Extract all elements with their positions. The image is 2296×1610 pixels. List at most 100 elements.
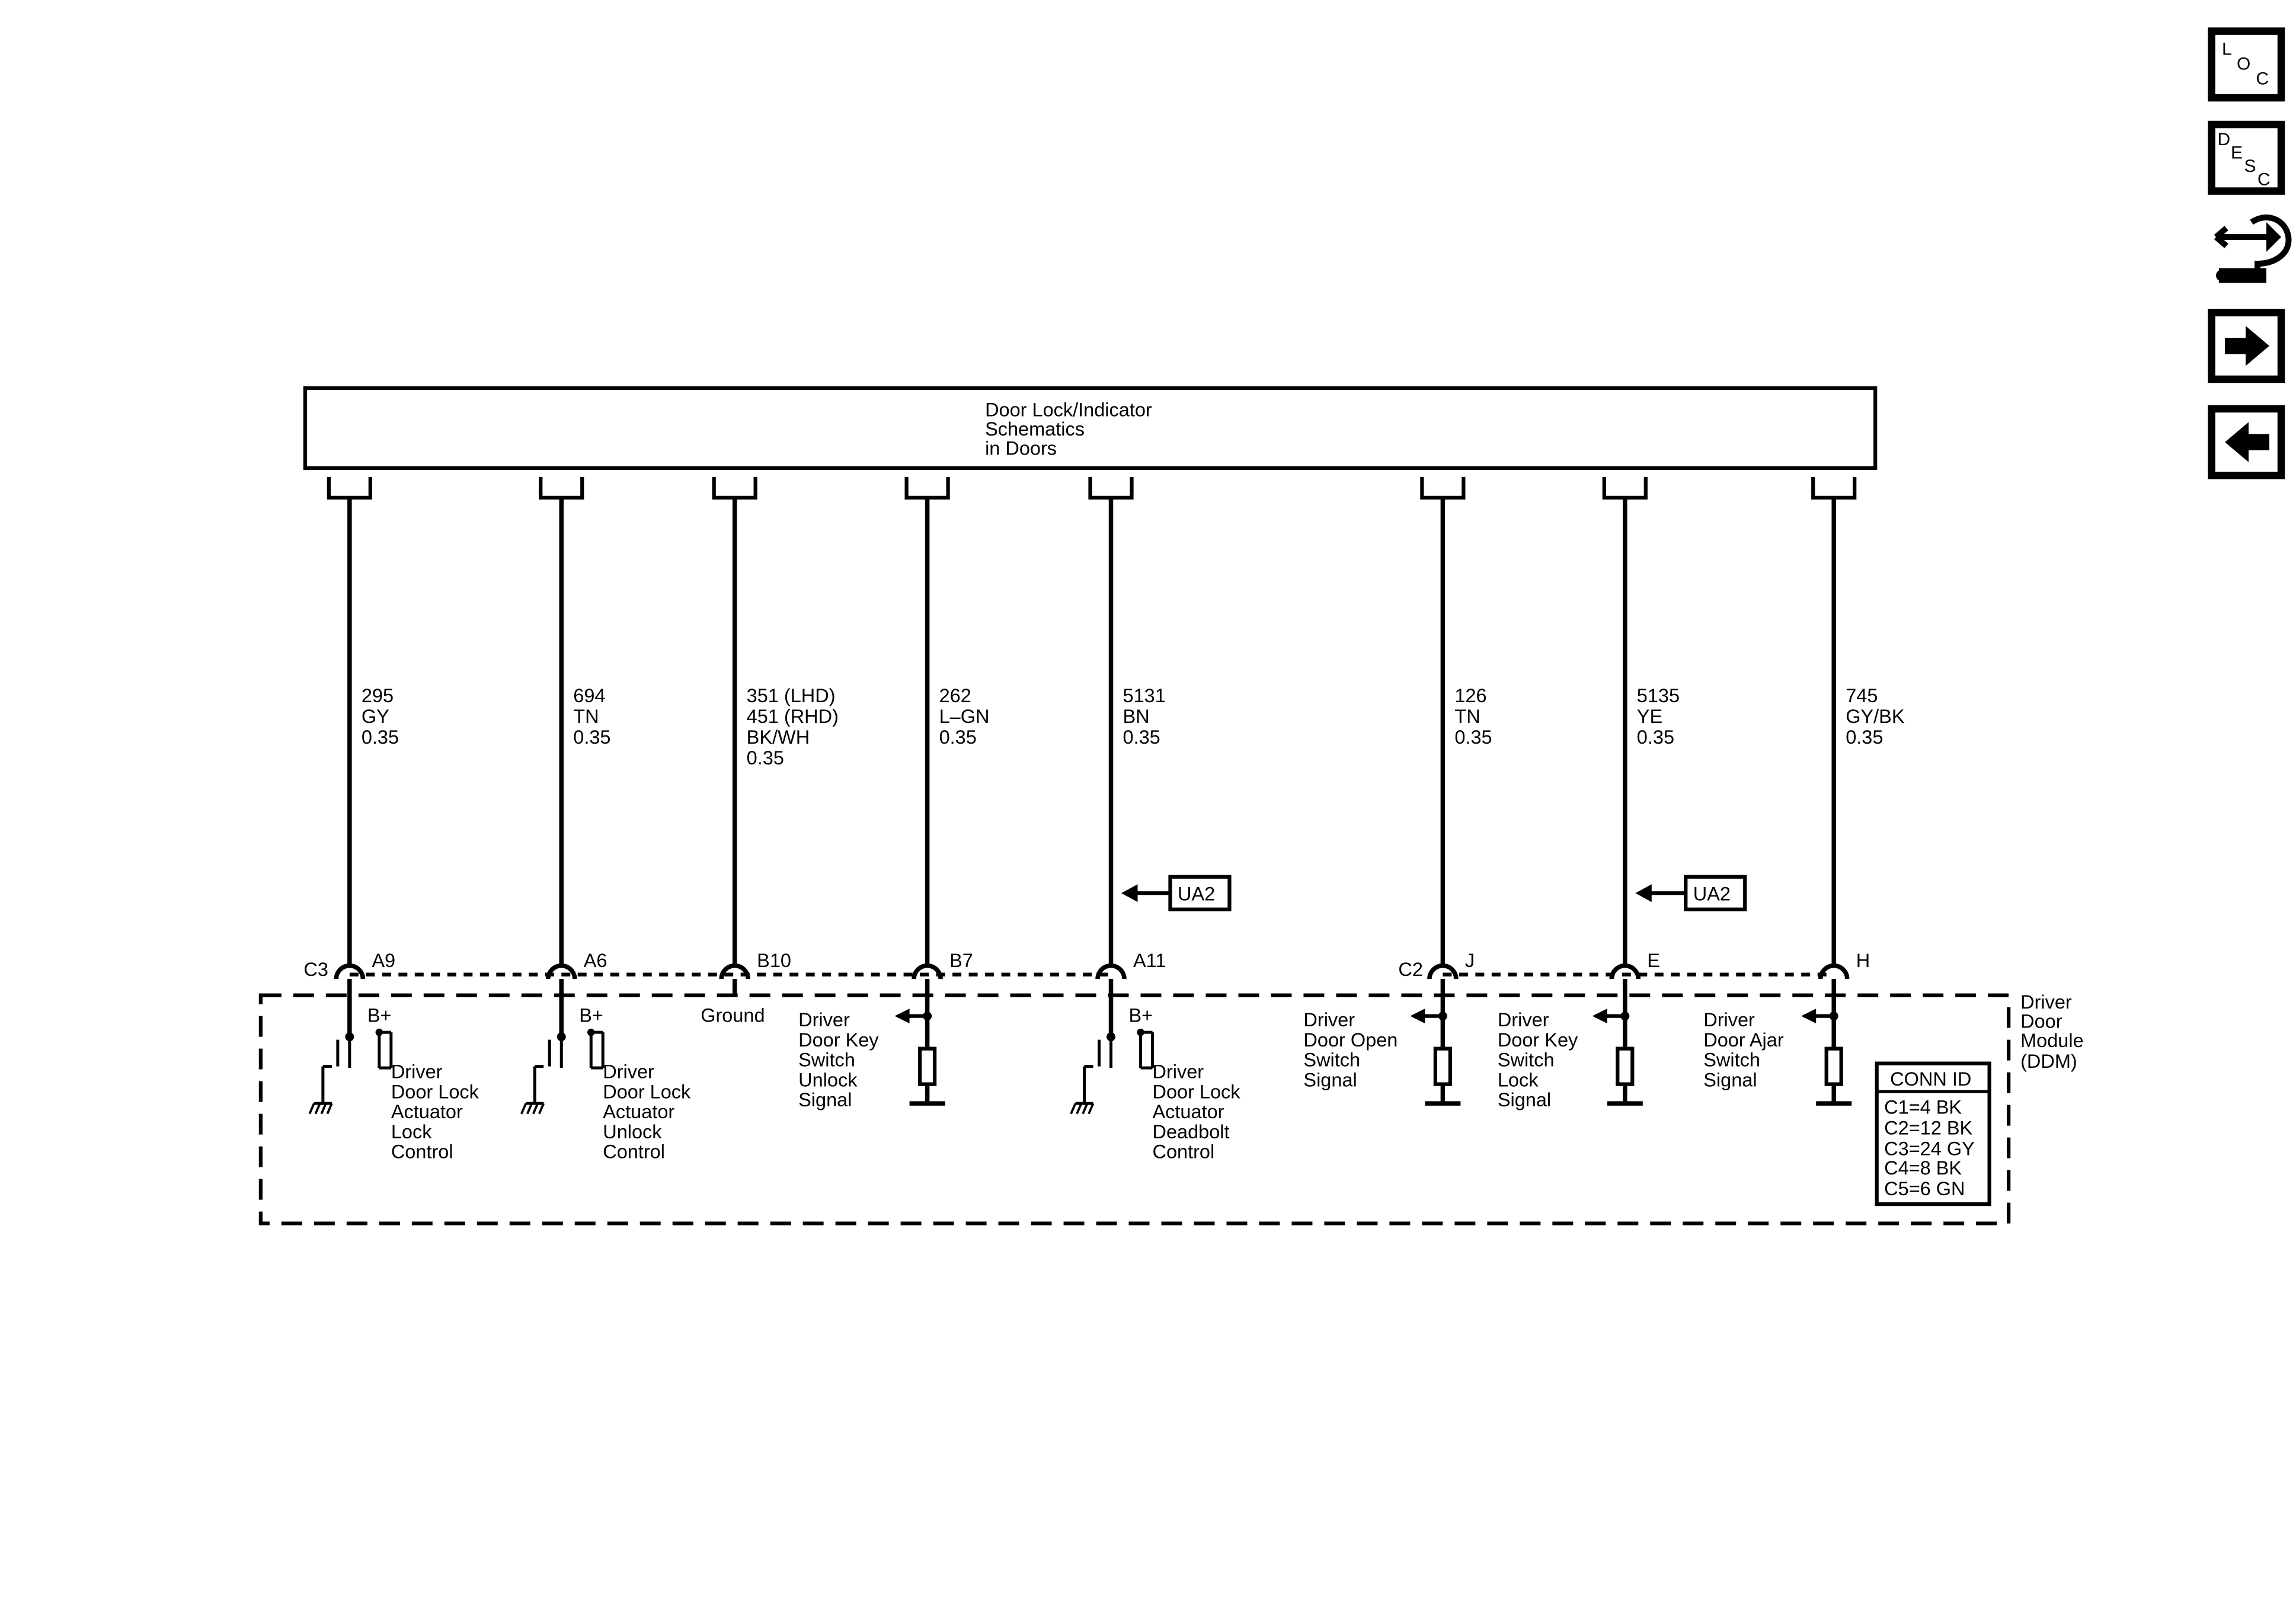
ua2-reference-2[interactable]: UA2 — [1635, 875, 1747, 911]
ground-hatch — [526, 1103, 533, 1115]
pull-down-resistor — [1433, 1046, 1452, 1086]
loc-letter-o: O — [2237, 55, 2250, 74]
conn-id-entry: C5=6 GN — [1884, 1178, 1965, 1199]
module-name-line-4: (DDM) — [2020, 1051, 2077, 1072]
loc-icon[interactable]: L O C — [2208, 27, 2285, 102]
bplus-label: B+ — [367, 1005, 392, 1026]
connector-pin — [1095, 963, 1127, 980]
desc-icon[interactable]: D E S C — [2208, 120, 2285, 195]
function-label: Control — [391, 1141, 453, 1163]
connector-pin — [334, 963, 366, 980]
conn-id-entry: C4=8 BK — [1884, 1157, 1962, 1179]
pull-down-resistor — [917, 1046, 937, 1086]
ground-lead — [1083, 1065, 1093, 1104]
ground-hatch — [1088, 1103, 1095, 1115]
function-label: Driver — [1152, 1061, 1204, 1083]
function-label: Switch — [1498, 1049, 1555, 1071]
ua2-reference-1[interactable]: UA2 — [1121, 875, 1232, 911]
function-label: Door Key — [798, 1029, 879, 1051]
connector-pin — [1427, 963, 1459, 980]
function-label: Door Ajar — [1703, 1029, 1784, 1051]
wire-gauge-label: 0.35 — [939, 726, 977, 748]
pull-down-resistor — [1616, 1046, 1635, 1086]
function-label: Control — [1152, 1141, 1214, 1163]
connector-pin — [912, 963, 943, 980]
function-label: Driver — [1703, 1009, 1755, 1030]
wire-circuit-label: 745 — [1846, 685, 1878, 706]
previous-arrow-icon[interactable] — [2208, 405, 2285, 479]
ddm-module-outline — [258, 993, 2011, 1225]
wire-top-terminal — [539, 476, 584, 500]
signal-arrow-head — [894, 1009, 910, 1024]
desc-letter-e: E — [2231, 143, 2243, 163]
connector-c2-label: C2 — [1398, 959, 1423, 980]
connector-pin — [1818, 963, 1850, 980]
ground-hatch — [1076, 1103, 1083, 1115]
conn-id-box: CONN ID C1=4 BK C2=12 BK C3=24 GY C4=8 B… — [1875, 1061, 1991, 1206]
component-connector-icon[interactable] — [2214, 214, 2292, 283]
module-name-line-3: Module — [2020, 1030, 2084, 1051]
header-line-3: in Doors — [985, 437, 1057, 459]
next-arrow-icon[interactable] — [2208, 309, 2285, 383]
function-label: Signal — [1303, 1069, 1357, 1090]
bplus-label: B+ — [579, 1005, 603, 1026]
function-label: Signal — [1703, 1069, 1757, 1090]
wire-circuit-label: 5135 — [1637, 685, 1680, 706]
conn-id-entry: C1=4 BK — [1884, 1097, 1962, 1118]
connector-c3-label: C3 — [303, 959, 328, 980]
ground-hatch — [538, 1103, 545, 1115]
door-lock-schematics-box[interactable]: Door Lock/Indicator Schematics in Doors — [303, 386, 1878, 470]
function-label: Actuator — [391, 1101, 463, 1122]
wire-color-label: TN — [1454, 706, 1480, 727]
ground-hatch — [520, 1103, 527, 1115]
wire-top-terminal — [327, 476, 372, 500]
function-label: Actuator — [603, 1101, 674, 1122]
ground-hatch — [1082, 1103, 1089, 1115]
wire-gauge-label: 0.35 — [1454, 726, 1492, 748]
pin-label: A6 — [584, 950, 607, 971]
wire-top-terminal — [1088, 476, 1134, 500]
header-line-2: Schematics — [985, 418, 1085, 440]
junction-dot — [1137, 1028, 1144, 1036]
wire-circuit-label: 126 — [1454, 685, 1486, 706]
ua2-label-2: UA2 — [1693, 884, 1731, 905]
function-label: Lock — [1498, 1069, 1539, 1090]
wire-circuit-label: 295 — [362, 685, 394, 706]
wire-gauge-label: 0.35 — [362, 726, 399, 748]
signal-arrow-head — [1801, 1009, 1817, 1024]
conn-id-entry: C2=12 BK — [1884, 1118, 1972, 1139]
function-label: Signal — [1498, 1089, 1551, 1110]
function-label: Deadbolt — [1152, 1121, 1229, 1142]
ground-hatch — [308, 1103, 315, 1115]
wire-color-label: BK/WH — [747, 726, 810, 748]
pin-label: B10 — [757, 950, 791, 971]
wire-circuit-label: 5131 — [1123, 685, 1166, 706]
desc-letter-s: S — [2244, 156, 2256, 176]
function-label: Lock — [391, 1121, 432, 1142]
wire-top-terminal — [1420, 476, 1466, 500]
pin-label: H — [1856, 950, 1870, 971]
wire-color-label: YE — [1637, 706, 1662, 727]
function-label: Driver — [1498, 1009, 1549, 1030]
connector-pin — [1609, 963, 1641, 980]
pin-label: E — [1647, 950, 1660, 971]
ground-hatch — [532, 1103, 539, 1115]
function-label: Door Lock — [603, 1081, 691, 1102]
